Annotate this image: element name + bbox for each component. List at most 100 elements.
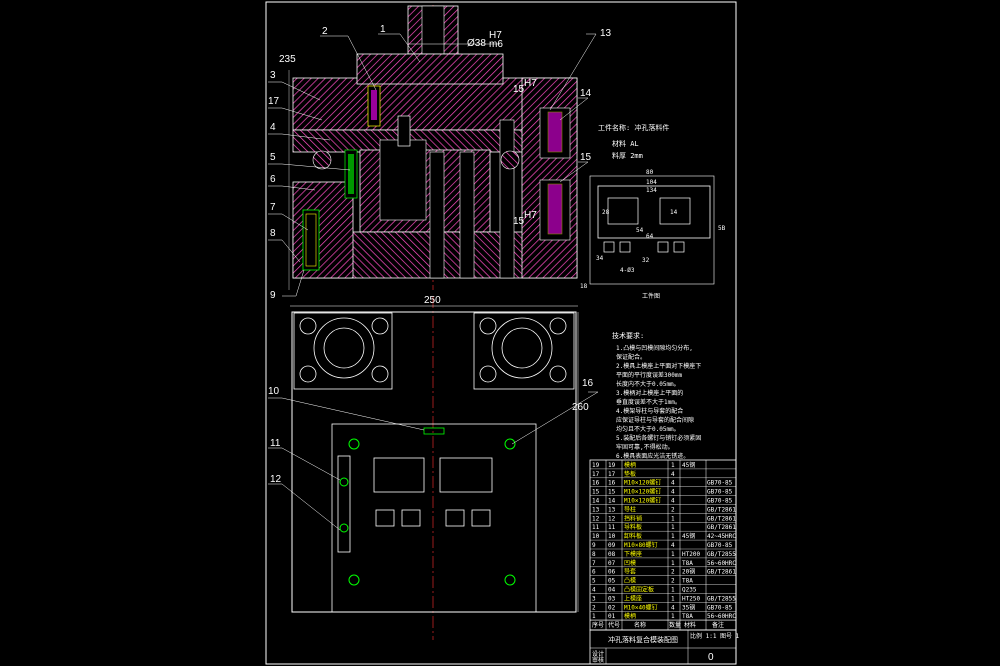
bom-cell-no: 10	[592, 533, 600, 540]
bom-cell-name: M10×120螺钉	[624, 488, 661, 496]
section-view: Ø38 H7 m6 235 15 H7 15 H7 2 1 13 3 17	[268, 5, 612, 301]
title-block: 冲孔落料复合模装配图 比例 1:1 图号 1 0 设计 审核	[589, 629, 740, 665]
notes-heading: 技术要求:	[612, 331, 644, 340]
bom-cell-qty: 4	[671, 471, 675, 478]
part-label-4: 4	[270, 122, 276, 133]
dim-15-b: 15	[513, 216, 525, 227]
bom-cell-qty: 4	[671, 480, 675, 487]
bom-cell-qty: 1	[671, 524, 675, 531]
bom-cell-std: GB70-85	[707, 498, 733, 505]
bom-cell-std: GB/T2855	[707, 595, 736, 602]
bom-cell-code: 08	[608, 551, 616, 558]
bom-cell-code: 05	[608, 578, 616, 585]
bom-cell-name: 挡料销	[624, 514, 642, 522]
bom-cell-no: 17	[592, 471, 600, 478]
bom-cell-name: M10×80螺钉	[624, 541, 658, 549]
bom-cell-name: M10×40螺钉	[624, 603, 658, 611]
bom-cell-qty: 1	[671, 533, 675, 540]
part-label-16: 16	[582, 378, 594, 389]
part-dim-d14: 14	[670, 209, 678, 216]
bom-cell-std: GB70-85	[707, 604, 733, 611]
bom-cell-code: 10	[608, 533, 616, 540]
part-label-13: 13	[600, 28, 612, 39]
bom-cell-no: 1	[592, 613, 596, 620]
bom-cell-code: 04	[608, 587, 616, 594]
bom-cell-std: GB/T2861	[707, 524, 736, 531]
part-dim-d64: 64	[646, 233, 654, 240]
bom-header-code: 代号	[608, 621, 620, 629]
dim-width: 250	[424, 295, 441, 306]
bom-cell-std: 42~45HRC	[707, 533, 736, 540]
bom-cell-code: 07	[608, 560, 616, 567]
bom-header-mat: 材料	[684, 621, 696, 629]
bom-cell-mat: Q235	[682, 587, 697, 594]
dim-diameter: Ø38	[467, 38, 486, 49]
sheet-border	[265, 1, 737, 665]
dim-fit-lower: m6	[489, 39, 503, 50]
bom-cell-no: 19	[592, 462, 600, 469]
bom-cell-mat: 45钢	[682, 532, 695, 540]
part-dim-inner2: 134	[646, 187, 657, 194]
bom-cell-qty: 2	[671, 506, 675, 513]
part-label-14: 14	[580, 88, 592, 99]
note-line-8: 4.模架导柱与导套的配合	[616, 407, 683, 415]
plan-view: 250 260	[268, 295, 599, 640]
dim-15-a: 15	[513, 84, 525, 95]
bom-cell-std: GB/T2855	[707, 551, 736, 558]
bom-cell-qty: 4	[671, 542, 675, 549]
part-material: 材料 AL	[612, 139, 639, 148]
bom-cell-code: 16	[608, 480, 616, 487]
bom-cell-code: 06	[608, 569, 616, 576]
bom-cell-qty: 1	[671, 515, 675, 522]
bom-cell-name: 导柱	[624, 505, 636, 513]
note-line-3: 2.模具上模座上平面对下模座下	[616, 362, 701, 370]
bom-cell-no: 5	[592, 578, 596, 585]
dim-fit-b: H7	[524, 210, 537, 221]
part-label-17: 17	[268, 96, 280, 107]
note-line-10: 均匀且不大于0.05mm。	[616, 425, 680, 433]
bom-cell-name: 下模座	[624, 550, 642, 558]
bom-cell-code: 01	[608, 613, 616, 620]
note-line-4: 平面的平行度误差300mm	[616, 371, 682, 379]
note-line-6: 3.模柄对上模座上平面的	[616, 389, 683, 397]
bom-header-no: 序号	[592, 621, 604, 629]
part-dim-d32: 32	[642, 257, 650, 264]
note-line-9: 应保证导柱与导套的配合间隙	[616, 416, 694, 424]
bom-cell-qty: 1	[671, 587, 675, 594]
bom-cell-qty: 2	[671, 578, 675, 585]
bom-cell-no: 7	[592, 560, 596, 567]
part-label-7: 7	[270, 202, 276, 213]
part-dim-d34: 34	[596, 255, 604, 262]
bom-cell-qty: 1	[671, 560, 675, 567]
bom-cell-qty: 4	[671, 489, 675, 496]
part-info: 工件名称: 冲孔落料件 材料 AL 料厚 2mm 80 104 134 28 1…	[580, 123, 726, 300]
bom-cell-std: 56~60HRC	[707, 560, 736, 567]
bom-cell-no: 12	[592, 515, 600, 522]
bom-cell-name: M10×120螺钉	[624, 479, 661, 487]
scale-label: 比例 1:1 图号 1	[690, 632, 740, 640]
dim-235: 235	[279, 54, 296, 65]
part-dim-inner1: 104	[646, 179, 657, 186]
bom-cell-no: 6	[592, 569, 596, 576]
bom-cell-code: 14	[608, 498, 616, 505]
part-title: 工件名称: 冲孔落料件	[598, 123, 669, 132]
bom-cell-no: 14	[592, 498, 600, 505]
bom-cell-no: 9	[592, 542, 596, 549]
note-line-12: 牢固可靠,不得松动。	[616, 443, 674, 451]
bom-cell-code: 11	[608, 524, 616, 531]
part-dim-dside: 5B	[718, 225, 726, 232]
technical-notes: 技术要求: 1.凸模与凹模间隙均匀分布, 保证配合。 2.模具上模座上平面对下模…	[612, 331, 701, 460]
checker-label: 审核	[592, 656, 604, 664]
bom-cell-std: GB70-85	[707, 489, 733, 496]
bom-cell-std: GB70-85	[707, 480, 733, 487]
bom-header-std: 备注	[712, 621, 724, 629]
bom-cell-mat: T8A	[682, 560, 693, 567]
bom-cell-mat: 20钢	[682, 568, 695, 576]
part-label-9: 9	[270, 290, 276, 301]
bom-cell-name: 上模座	[624, 594, 642, 602]
part-label-15: 15	[580, 152, 592, 163]
bom-cell-name: 垫板	[624, 470, 636, 478]
bom-cell-name: 导料板	[624, 523, 642, 531]
bom-cell-code: 09	[608, 542, 616, 549]
